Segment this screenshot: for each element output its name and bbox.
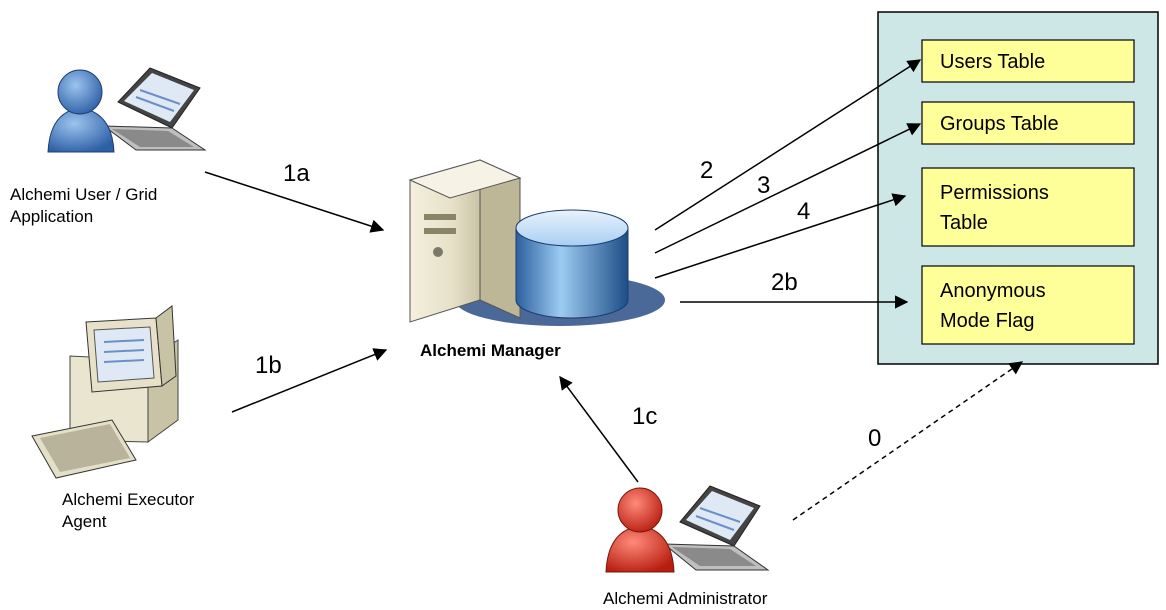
arrow-label-2: 2 bbox=[700, 157, 713, 184]
executor-label-line2: Agent bbox=[62, 512, 107, 531]
anonymous-mode-flag-box: Anonymous Mode Flag bbox=[921, 265, 1135, 345]
users-table-box: Users Table bbox=[921, 39, 1135, 83]
arrows bbox=[204, 59, 1024, 521]
arrow-0 bbox=[792, 361, 1024, 521]
desktop-computer-icon bbox=[31, 305, 179, 479]
admin-label: Alchemi Administrator bbox=[603, 589, 768, 608]
arrow-label-1c: 1c bbox=[632, 403, 657, 430]
arrow-3 bbox=[654, 123, 922, 254]
user-label-line2: Application bbox=[10, 207, 93, 226]
arrow-1b bbox=[231, 348, 388, 413]
users-table-label: Users Table bbox=[940, 51, 1045, 73]
arrow-label-1a: 1a bbox=[283, 160, 310, 187]
user-label-line1: Alchemi User / Grid bbox=[10, 185, 157, 204]
permissions-table-label-line1: Permissions bbox=[940, 182, 1049, 204]
admin-with-laptop-icon bbox=[605, 485, 770, 573]
arrow-label-2b: 2b bbox=[771, 269, 798, 296]
arrow-label-0: 0 bbox=[868, 425, 881, 452]
arrow-1a bbox=[204, 171, 385, 233]
executor-label-line1: Alchemi Executor bbox=[62, 490, 195, 509]
arrow-label-4: 4 bbox=[797, 198, 810, 225]
arrow-2 bbox=[654, 59, 922, 231]
groups-table-box: Groups Table bbox=[921, 101, 1135, 145]
arrow-1c bbox=[559, 375, 639, 483]
anonymous-mode-label-line2: Mode Flag bbox=[940, 310, 1035, 332]
user-with-laptop-icon bbox=[47, 67, 207, 153]
anonymous-mode-label-line1: Anonymous bbox=[940, 280, 1046, 302]
manager-label: Alchemi Manager bbox=[420, 341, 561, 360]
arrow-4 bbox=[654, 193, 907, 279]
permissions-table-label-line2: Table bbox=[940, 212, 988, 234]
permissions-table-box: Permissions Table bbox=[921, 167, 1135, 247]
arrow-label-1b: 1b bbox=[255, 352, 282, 379]
groups-table-label: Groups Table bbox=[940, 113, 1059, 135]
server-with-database-icon bbox=[408, 159, 665, 326]
arrow-label-3: 3 bbox=[757, 172, 770, 199]
